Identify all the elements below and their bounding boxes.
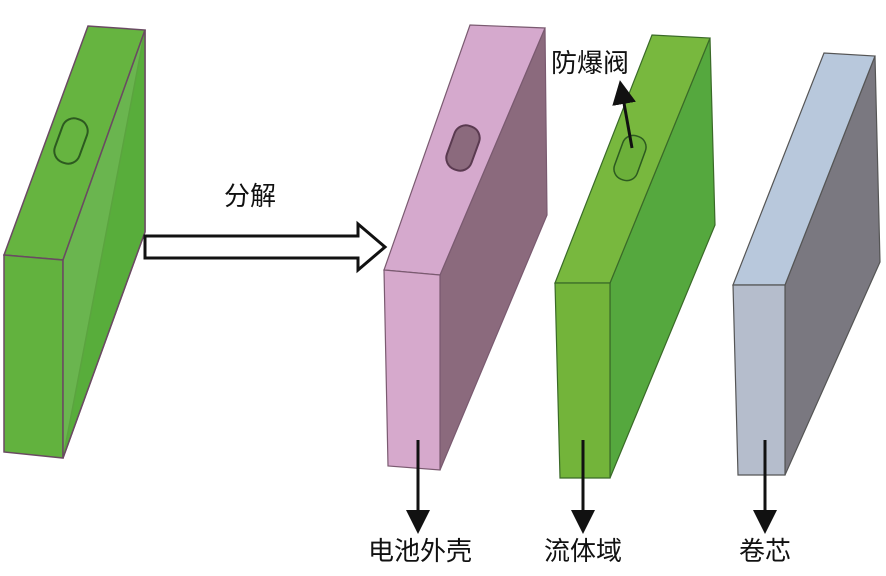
fluid-domain-label: 流体域 <box>544 537 622 567</box>
battery-core <box>732 52 881 476</box>
core-label: 卷芯 <box>739 537 791 567</box>
valve-label: 防爆阀 <box>551 49 629 79</box>
valve-pointer-arrow <box>612 80 636 149</box>
decompose-arrow <box>143 220 388 274</box>
assembled-battery <box>2 25 147 459</box>
decompose-label: 分解 <box>224 182 276 212</box>
fluid-domain <box>554 34 716 479</box>
shell-label: 电池外壳 <box>368 537 472 567</box>
battery-shell <box>383 24 548 471</box>
